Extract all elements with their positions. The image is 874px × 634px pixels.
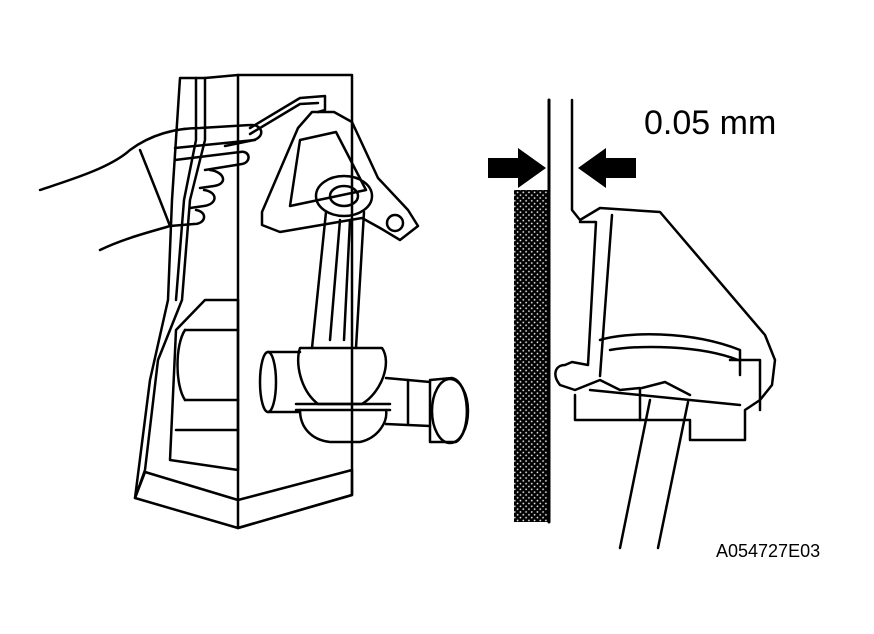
connecting-rod <box>260 110 420 444</box>
mandrel-shaft <box>258 350 470 445</box>
gap-measurement-label: 0.05 mm <box>644 104 777 142</box>
alignment-fixture <box>133 73 354 530</box>
figure-code: A054727E03 <box>716 541 821 561</box>
feeler-gauge <box>248 94 327 136</box>
fixture-plate-section <box>514 98 551 524</box>
gap-arrow-right <box>578 148 636 188</box>
gap-arrow-left <box>488 148 546 188</box>
connecting-rod-section <box>554 98 777 550</box>
hand <box>38 123 263 252</box>
